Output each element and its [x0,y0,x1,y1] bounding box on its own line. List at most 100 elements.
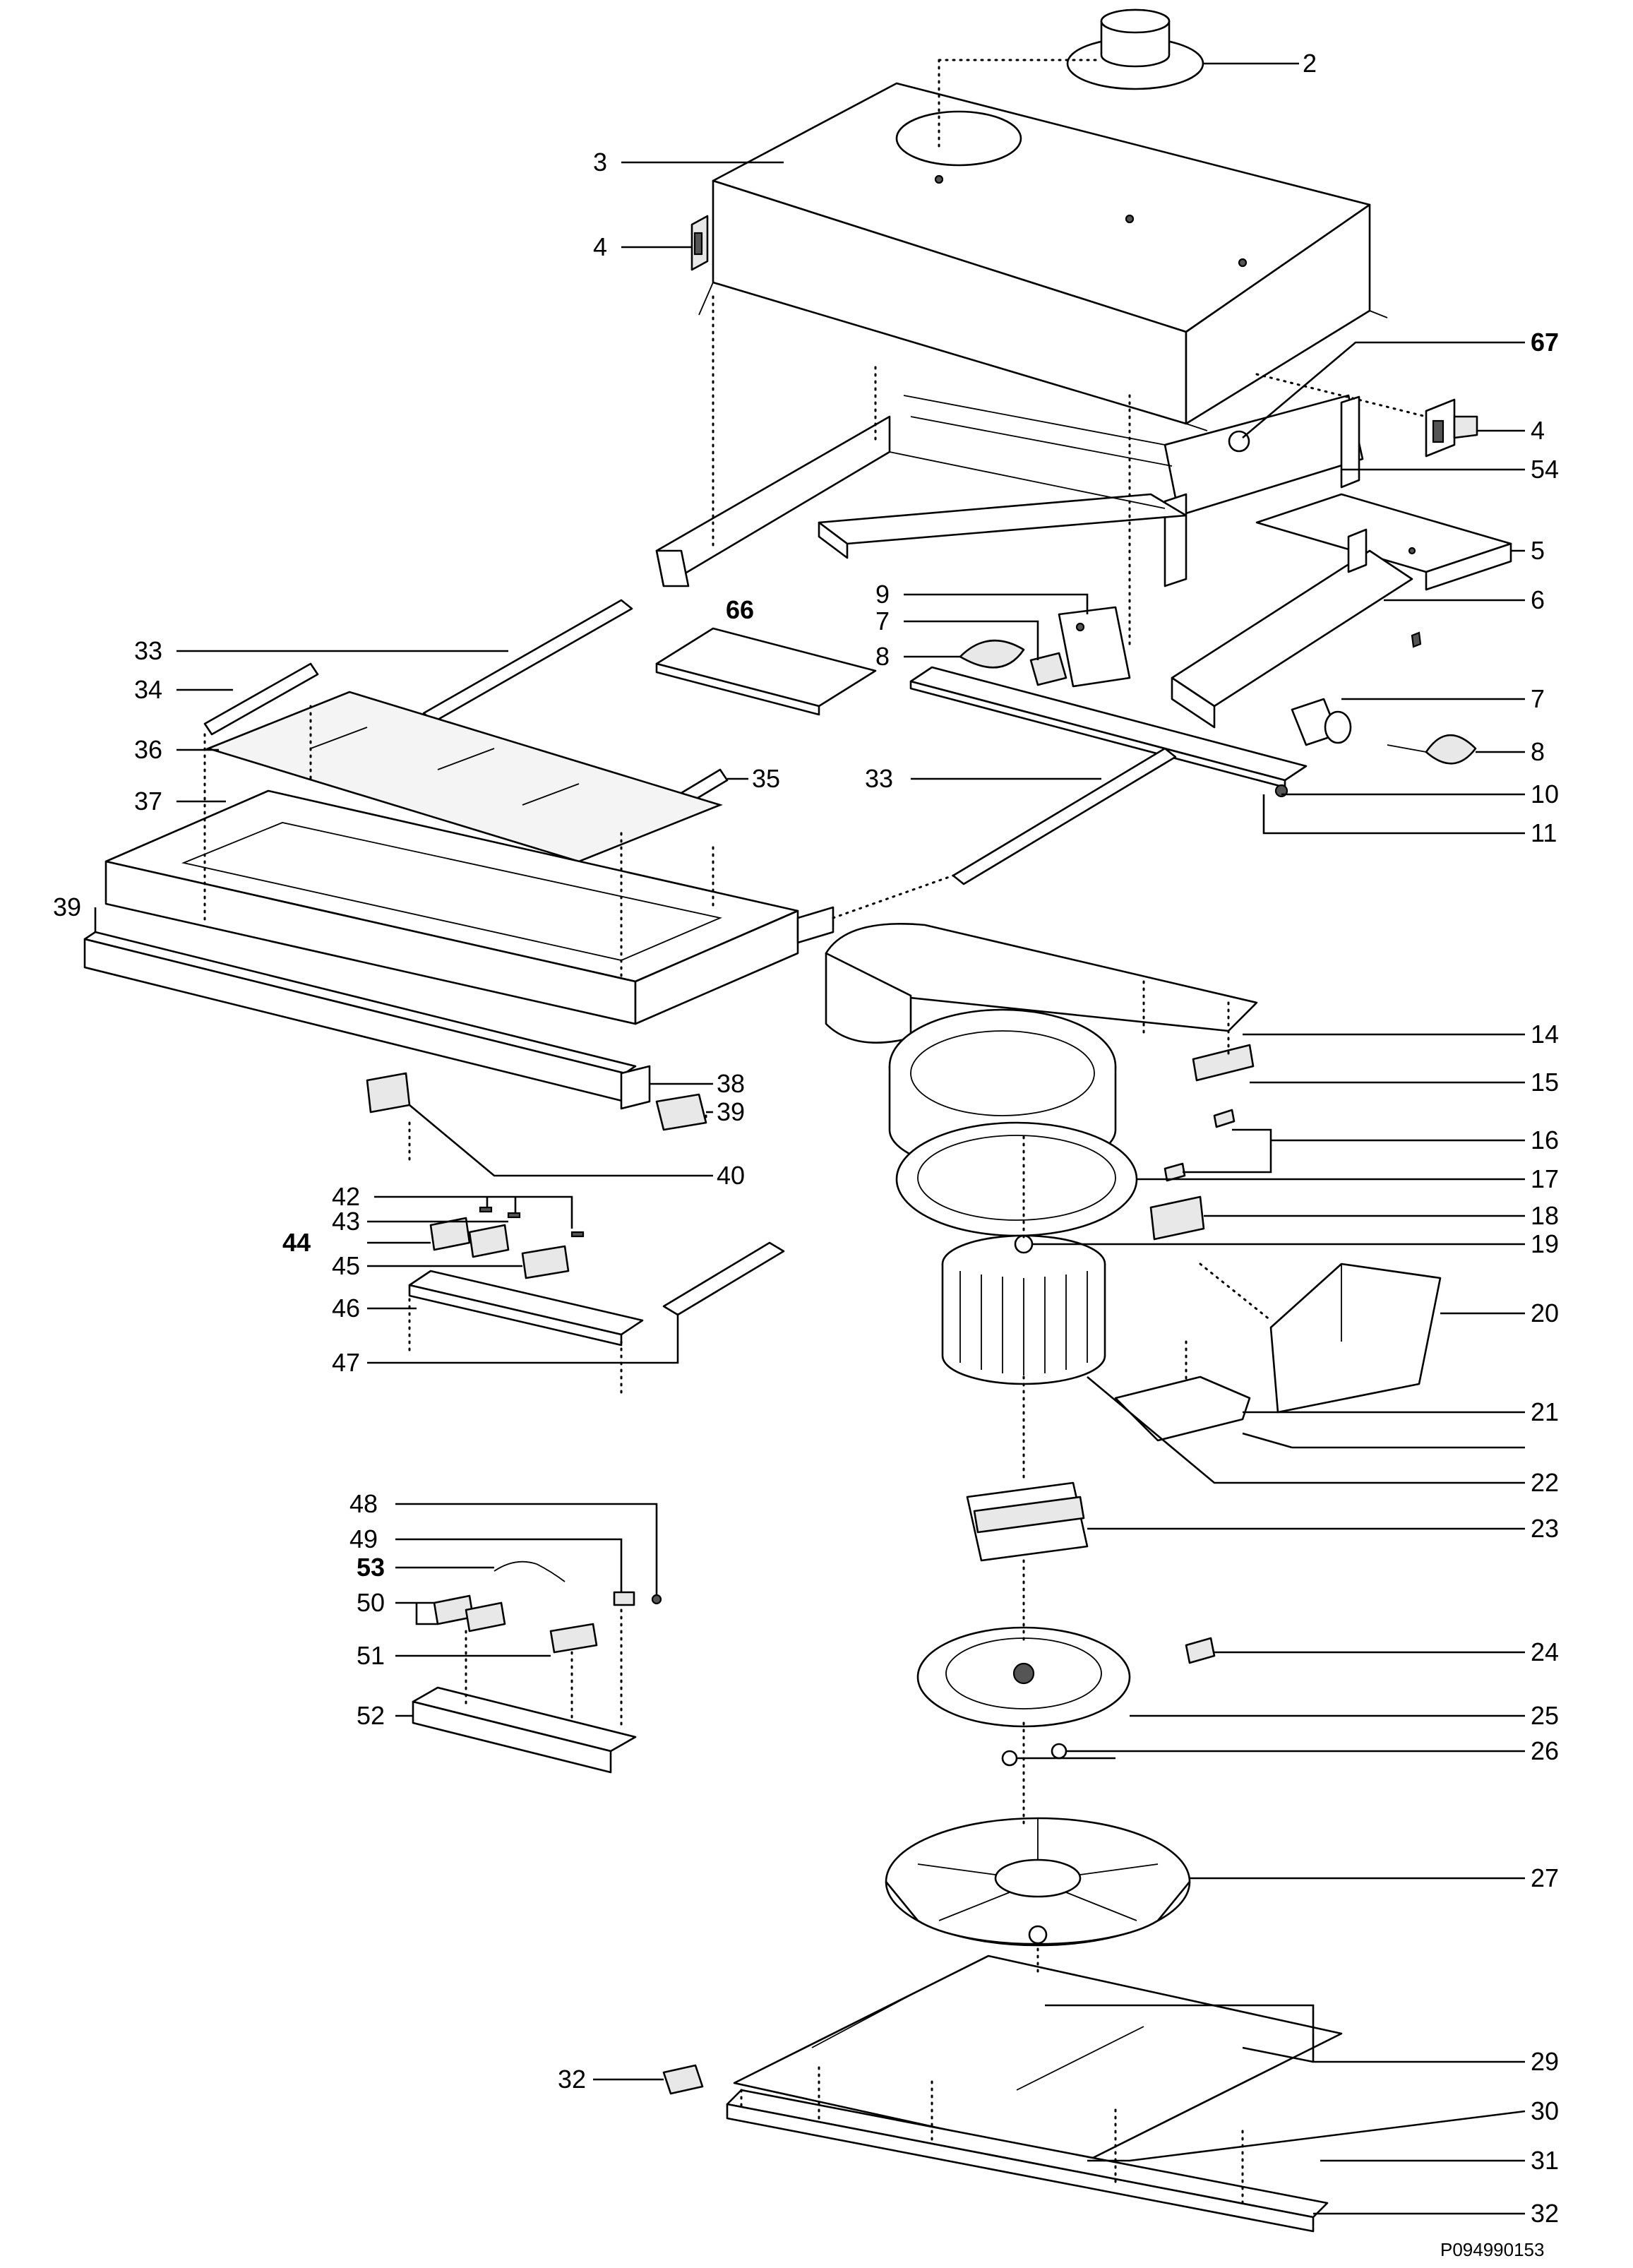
part-9-lamp-bracket [1058,606,1131,688]
label-22: 22 [1531,1468,1559,1497]
label-35: 35 [752,764,780,793]
label-44: 44 [282,1228,311,1257]
part-16-clip [1164,1109,1236,1182]
label-7-right: 7 [1531,684,1545,713]
label-18: 18 [1531,1201,1559,1230]
label-30: 30 [1531,2096,1559,2125]
label-34: 34 [134,675,162,704]
leader-lines [94,62,1526,2215]
label-8-left: 8 [875,642,890,671]
part-4-clip-left [690,215,709,271]
part-25-motor-plate [916,1626,1131,1728]
label-51: 51 [357,1641,385,1670]
part-2-duct-collar [1066,8,1204,90]
part-number-labels: 2 3 4 67 4 54 5 6 9 7 8 66 7 8 10 11 33 … [53,49,1559,2260]
reference-code: P094990153 [1440,2239,1544,2260]
part-17-gasket [895,1121,1138,1237]
part-14-fan-housing [825,923,1258,1174]
part-33-runner-right [952,747,1177,885]
part-4-clip-right [1425,398,1478,458]
label-54: 54 [1531,455,1559,484]
label-27: 27 [1531,1863,1559,1892]
part-20-cover [1269,1263,1442,1414]
part-31-grille [726,2089,1329,2233]
label-42: 42 [332,1182,360,1211]
part-33-runner-left [422,599,633,723]
part-27-filter-tray [885,1817,1191,1947]
label-43: 43 [332,1207,360,1236]
label-46: 46 [332,1294,360,1323]
part-50-switch [433,1594,506,1633]
part-19-nut [1014,1234,1034,1254]
part-3-housing [698,82,1388,431]
part-38-end-bar [620,1065,651,1110]
label-31: 31 [1531,2146,1559,2175]
part-6-channel-right [1171,528,1422,729]
part-48-screw [651,1594,662,1605]
label-8-right: 8 [1531,737,1545,766]
part-39-end-cap [655,1093,707,1131]
part-18-terminal-block [1149,1195,1205,1241]
label-50: 50 [357,1588,385,1617]
label-37: 37 [134,787,162,816]
part-49-contact [613,1591,635,1606]
label-32-right: 32 [1531,2199,1559,2228]
part-36-glass-panel [205,691,723,863]
label-23: 23 [1531,1514,1559,1543]
label-33-right: 33 [865,764,893,793]
label-2: 2 [1303,49,1317,78]
label-5: 5 [1531,536,1545,565]
part-8-bulb-left [959,639,1025,669]
label-48: 48 [349,1489,378,1518]
label-67: 67 [1531,328,1559,357]
part-7-lampholder-right [1291,698,1352,746]
label-6: 6 [1531,585,1545,614]
label-7-left: 7 [875,607,890,635]
label-11: 11 [1531,818,1557,847]
label-25: 25 [1531,1701,1559,1730]
part-32-clip [662,2064,704,2095]
part-34-bracket [203,662,319,736]
part-47-push-rod [662,1241,785,1316]
label-15: 15 [1531,1068,1559,1097]
inner-frame [655,415,1188,587]
label-21: 21 [1531,1397,1559,1426]
label-47: 47 [332,1348,360,1377]
assembly-dotted-lines [203,59,1428,2204]
label-9: 9 [875,580,890,609]
label-32-left: 32 [558,2065,586,2094]
label-14: 14 [1531,1020,1559,1049]
label-29: 29 [1531,2047,1559,2076]
part-22-fan-wheel [941,1234,1106,1385]
label-36: 36 [134,735,162,764]
label-39-right: 39 [717,1097,745,1126]
part-66-plate [655,627,877,716]
part-54-rear-frame [903,394,1364,587]
part-23-motor [966,1481,1089,1562]
part-21-deflector [1114,1375,1251,1442]
label-17: 17 [1531,1164,1559,1193]
label-40: 40 [717,1161,745,1190]
part-15-terminal-block [1192,1044,1255,1082]
label-33-left: 33 [134,636,162,665]
label-4-left: 4 [593,232,607,261]
part-8-bulb-right [1387,734,1477,765]
part-46-switch-plate [408,1270,644,1347]
label-3: 3 [593,148,607,177]
part-51-switch [549,1623,598,1654]
label-16: 16 [1531,1126,1559,1154]
label-49: 49 [349,1524,378,1553]
label-20: 20 [1531,1299,1559,1327]
label-24: 24 [1531,1637,1559,1666]
part-45-switch-body [521,1245,570,1279]
label-53: 53 [357,1553,385,1582]
part-40-end-cap [366,1072,411,1114]
label-39-left: 39 [53,893,81,921]
label-10: 10 [1531,780,1559,808]
part-44-switch-body [429,1217,510,1258]
label-19: 19 [1531,1229,1559,1258]
part-52-switch-housing [412,1686,637,1774]
label-38: 38 [717,1069,745,1098]
label-45: 45 [332,1251,360,1280]
